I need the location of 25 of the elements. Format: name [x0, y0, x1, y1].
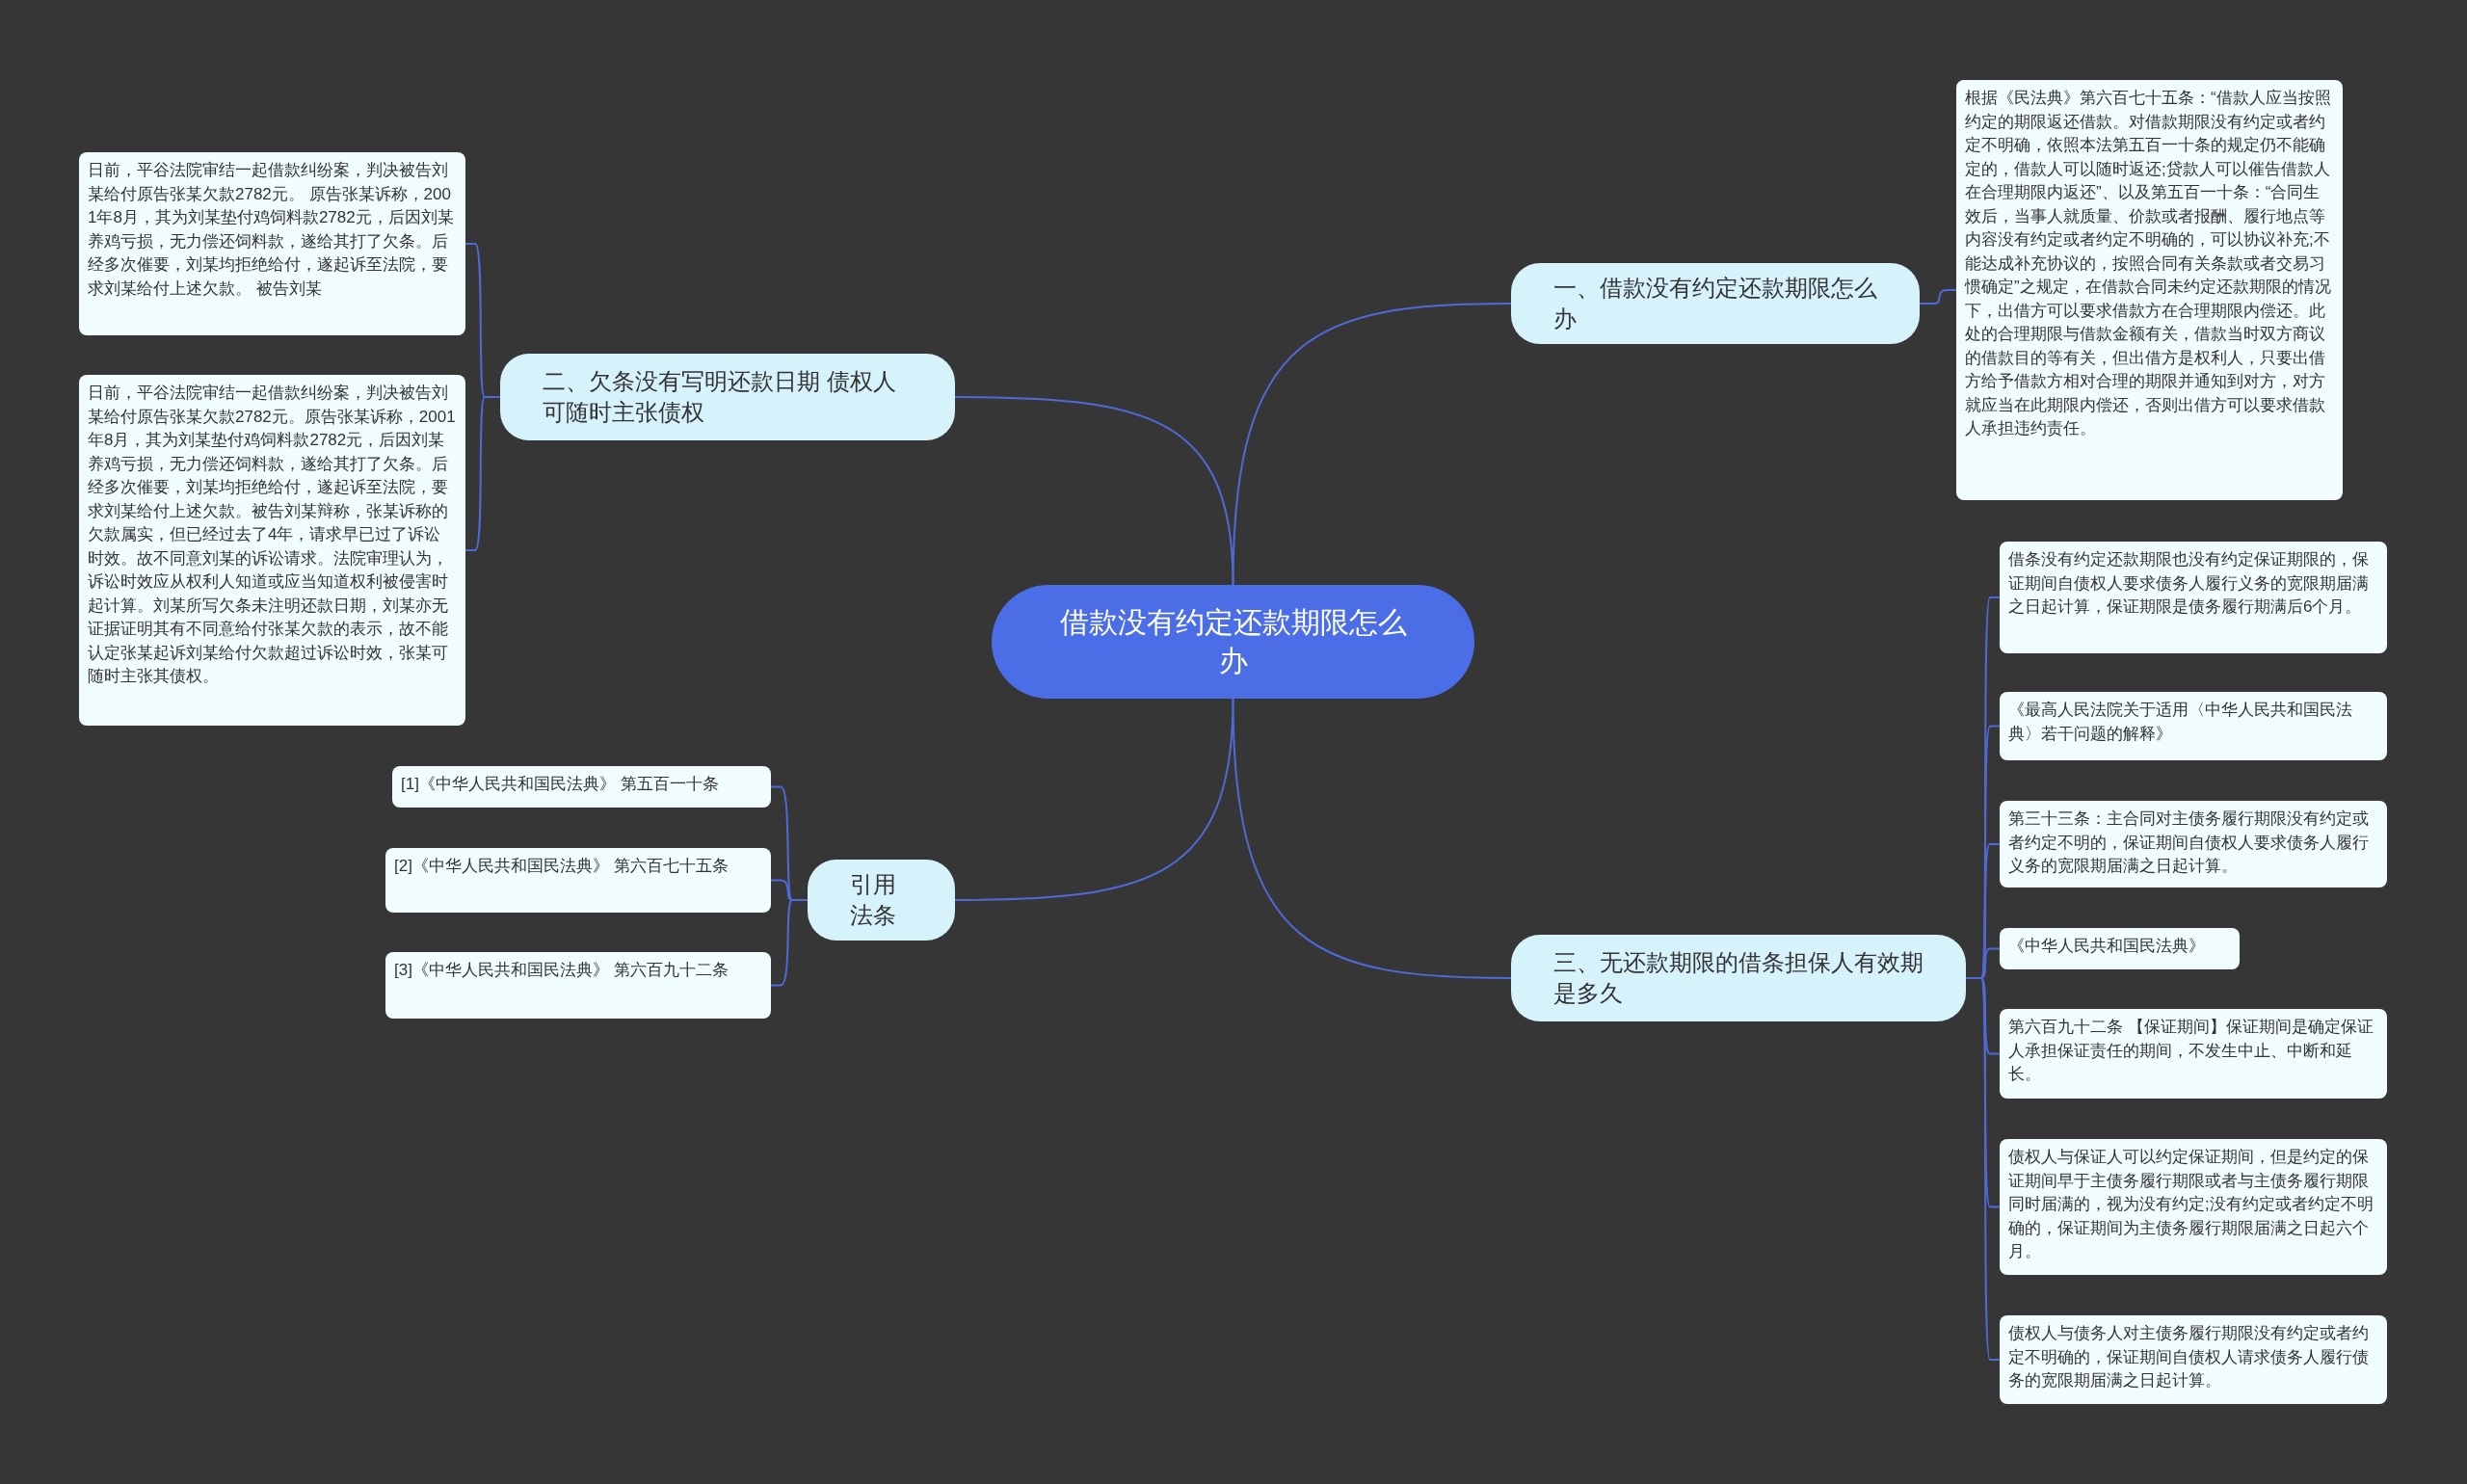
note-card: 债权人与债务人对主债务履行期限没有约定或者约定不明确的，保证期间自债权人请求债务人履行债务的宽限期届满之日起计算。 [2000, 1315, 2387, 1404]
topic-box: 一、借款没有约定还款期限怎么办 [1511, 263, 1920, 344]
note-card: 债权人与保证人可以约定保证期间，但是约定的保证期间早于主债务履行期限或者与主债务履行期限同时届满的，视为没有约定;没有约定或者约定不明确的，保证期间为主债务履行期限届满之日起六个月。 [2000, 1139, 2387, 1275]
topic-box: 二、欠条没有写明还款日期 债权人可随时主张债权 [500, 354, 955, 440]
note-card: 日前，平谷法院审结一起借款纠纷案，判决被告刘某给付原告张某欠款2782元。原告张某诉称，2001年8月，其为刘某垫付鸡饲料款2782元，后因刘某养鸡亏损，无力偿还饲料款，遂给其打了欠条。后经多次催要，刘某均拒绝给付，遂起诉至法院，要求刘某给付上述欠款。被告刘某辩称，张某诉称的欠款属实，但已经过去了4年，请求早已过了诉讼时效。故不同意刘某的诉讼请求。法院审理认为，诉讼时效应从权利人知道或应当知道权利被侵害时起计算。刘某所写欠条未注明还款日期，刘某亦无证据证明其有不同意给付张某欠款的表示，故不能认定张某起诉刘某给付欠款超过诉讼时效，张某可随时主张其债权。 [79, 375, 465, 726]
connector [1232, 303, 1512, 586]
note-card: 第六百九十二条 【保证期间】保证期间是确定保证人承担保证责任的期间，不发生中止、中断和延长。 [2000, 1009, 2387, 1099]
connector [1919, 289, 1957, 305]
connector [464, 396, 501, 551]
note-card: 借条没有约定还款期限也没有约定保证期限的，保证期间自债权人要求债务人履行义务的宽限期届满之日起计算，保证期限是债务履行期满后6个月。 [2000, 542, 2387, 653]
connector [770, 899, 809, 987]
note-card: 根据《民法典》第六百七十五条：“借款人应当按照约定的期限返还借款。对借款期限没有约定或者约定不明确，依照本法第五百一十条的规定仍不能确定的，借款人可以随时返还;贷款人可以催告借款人在合理期限内返还”、以及第五百一十条：“合同生效后，当事人就质量、价款或者报酬、履行地点等内容没有约定或者约定不明确的，可以协议补充;不能达成补充协议的，按照合同有关条款或者交易习惯确定”之规定，在借款合同未约定还款期限的情况下，出借方可以要求借款方在合理期限内偿还。此处的合理期限与借款金额有关，借款当时双方商议的借款目的等有关，但出借方是权利人，只要出借方给予借款方相对合理的期限并通知到对方，对方就应当在此期限内偿还，否则出借方可以要求借款人承担违约责任。 [1956, 80, 2343, 500]
central-topic: 借款没有约定还款期限怎么办 [992, 585, 1474, 699]
note-card: 日前，平谷法院审结一起借款纠纷案，判决被告刘某给付原告张某欠款2782元。 原告张某诉称，2001年8月，其为刘某垫付鸡饲料款2782元，后因刘某养鸡亏损，无力偿还饲料款，遂给其打了欠条。后经多次催要，刘某均拒绝给付，遂起诉至法院，要求刘某给付上述欠款。 被告刘某 [79, 152, 465, 335]
note-card: 第三十三条：主合同对主债务履行期限没有约定或者约定不明的，保证期间自债权人要求债务人履行义务的宽限期届满之日起计算。 [2000, 801, 2387, 888]
note-card: [1]《中华人民共和国民法典》 第五百一十条 [392, 766, 771, 808]
topic-box: 三、无还款期限的借条担保人有效期是多久 [1511, 935, 1966, 1021]
connector [954, 698, 1234, 901]
connector [954, 396, 1234, 586]
connector [1232, 698, 1512, 979]
topic-box: 引用法条 [808, 860, 955, 941]
note-card: [2]《中华人民共和国民法典》 第六百七十五条 [385, 848, 771, 913]
note-card: 《中华人民共和国民法典》 [2000, 928, 2240, 969]
note-card: [3]《中华人民共和国民法典》 第六百九十二条 [385, 952, 771, 1019]
note-card: 《最高人民法院关于适用〈中华人民共和国民法典〉若干问题的解释》 [2000, 692, 2387, 760]
